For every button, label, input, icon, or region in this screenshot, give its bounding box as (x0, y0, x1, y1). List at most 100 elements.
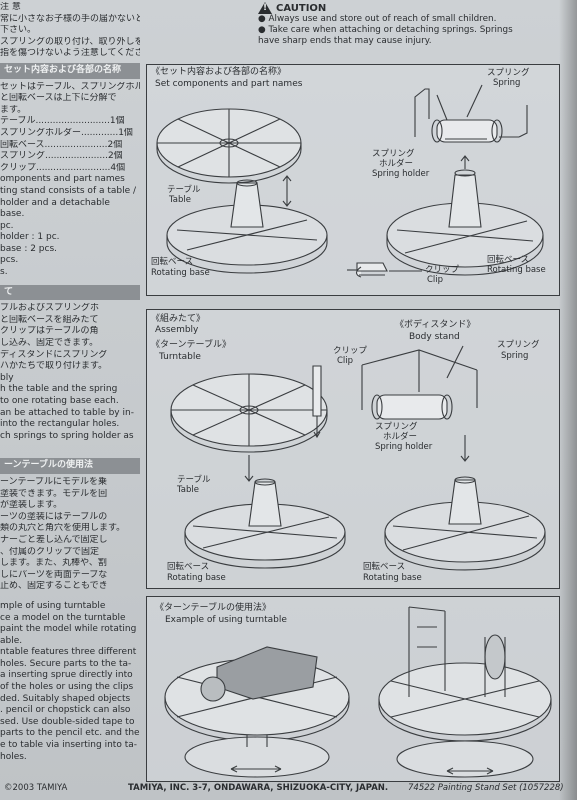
text-line: s. (0, 267, 8, 278)
label-spring-en: Spring (493, 78, 521, 88)
label-holder-en: Spring holder (372, 169, 430, 179)
caution-heading: ! CAUTION (258, 2, 563, 14)
panel-assembly: 《組みたて》 Assembly 《ターンテーブル》 Turntable 《ボディ… (146, 309, 560, 589)
text-line: セットはテーブル、スプリングホルダ (0, 81, 140, 92)
text-line: mple of using turntable (0, 600, 106, 611)
label-table-jp: テーブル (167, 185, 201, 195)
warning-jp-block: 注 意常に小さなお子様の手の届かないところで使用、保管をして下さい。スプリングの… (0, 2, 140, 60)
caution-line-1: Always use and store out of reach of sma… (268, 14, 497, 24)
text-line: します。また、丸棒や、割 (0, 558, 107, 569)
text-line: ded. Suitably shaped objects (0, 693, 131, 704)
label-clip-en: Clip (427, 275, 444, 285)
text-line: of the holes or using the clips (0, 682, 134, 693)
section-header-components-jp: セット内容および各部の名称 (0, 62, 140, 79)
text-line: ハかたちで取り付けます。 (0, 361, 108, 372)
label-base-jp: 回転ベース (167, 562, 210, 572)
label-clip-en: Clip (337, 356, 354, 366)
text-line: 注 意 (0, 2, 21, 12)
caution-line-3: have sharp ends that may cause injury. (258, 36, 432, 46)
text-line: holder and a detachable (0, 197, 110, 208)
text-line: ーンテーブルにモデルを乗 (0, 476, 108, 487)
page-shadow (559, 0, 577, 800)
label-holder-jp-1: スプリング (375, 422, 418, 432)
bodystand-title-jp: 《ボディスタンド》 (395, 320, 476, 330)
label-table-en: Table (177, 485, 199, 495)
text-line: スプリング......................2個 (0, 151, 123, 162)
text-line: クリップ..........................4個 (0, 162, 126, 173)
left-text-column: 注 意常に小さなお子様の手の届かないところで使用、保管をして下さい。スプリングの… (0, 0, 140, 780)
text-line: と回転ベースを組みたて (0, 314, 99, 325)
text-line: into the rectangular holes. (0, 419, 120, 430)
text-line: pc. (0, 220, 14, 231)
caution-box: !CAUTION ● Always use and store out of r… (258, 2, 563, 47)
caution-title: CAUTION (276, 3, 327, 14)
text-line: h the table and the spring (0, 384, 118, 395)
label-table-en: Table (169, 195, 191, 205)
text-line: 指を傷つけないよう注意してください。 (0, 48, 140, 59)
label-spring-jp: スプリング (487, 68, 530, 78)
text-line: ch springs to spring holder as (0, 430, 134, 441)
text-line: paint the model while rotating (0, 624, 137, 635)
bodystand-title-en: Body stand (409, 332, 460, 342)
assembly-illustration (170, 345, 546, 571)
label-holder-en: Spring holder (375, 442, 433, 452)
warning-triangle-icon: ! (258, 2, 272, 14)
label-holder-jp-1: スプリング (372, 149, 415, 159)
text-line: クリップはテーブルの角 (0, 326, 99, 337)
text-line: し込み、固定できます。 (0, 338, 99, 349)
text-line: ntable features three different (0, 647, 137, 658)
text-line: . pencil or chopstick can also (0, 705, 131, 716)
copyright: ©2003 TAMIYA (4, 783, 68, 793)
label-base-en: Rotating base (167, 573, 226, 583)
assembly-title-en: Assembly (155, 325, 199, 335)
text-line: base. (0, 209, 25, 220)
label-spring-en: Spring (501, 351, 529, 361)
text-line: 下さい。 (0, 25, 37, 36)
label-base-en: Rotating base (151, 268, 210, 278)
text-line: 、付属のクリップで固定 (0, 546, 100, 557)
label-base-jp: 回転ベース (151, 257, 194, 267)
text-line: an be attached to table by in- (0, 407, 134, 418)
text-line: sed. Use double-sided tape to (0, 716, 135, 727)
text-line: able. (0, 635, 23, 646)
assembly-text-block: ブルおよびスプリングホと回転ベースを組みたてクリップはテーブルの角し込み、固定で… (0, 303, 140, 442)
text-line: holder : 1 pc. (0, 232, 60, 243)
text-line: parts to the pencil etc. and then (0, 728, 140, 739)
text-line: ます。 (0, 104, 27, 115)
text-line: 類の丸穴と角穴を使用します。 (0, 523, 126, 534)
text-line: holes. Secure parts to the ta- (0, 658, 132, 669)
components-text-block: セットはテーブル、スプリングホルダと回転ベースは上下に分解でます。テーブル...… (0, 82, 140, 279)
label-base2-en: Rotating base (363, 573, 422, 583)
text-line: ナーごと差し込んで固定し (0, 534, 108, 545)
label-clip-jp: クリップ (425, 265, 460, 275)
turntable-jp-text-block: ーンテーブルにモデルを乗塗装できます。モデルを回が塗装します。ーツの塗装にはテー… (0, 477, 140, 593)
usage-title-jp: 《ターンテーブルの使用法》 (155, 603, 272, 613)
usage-illustration (164, 606, 552, 778)
text-line: 止め、固定することもでき (0, 581, 108, 592)
text-line: ブルおよびスプリングホ (0, 303, 100, 314)
text-line: e to table via inserting into ta- (0, 740, 137, 751)
caution-line-2: Take care when attaching or detaching sp… (268, 25, 513, 35)
product-number: 74522 Painting Stand Set (1057228) (408, 783, 564, 793)
text-line: ting stand consists of a table / (0, 185, 137, 196)
panel1-title-en: Set components and part names (155, 79, 303, 89)
label-base2-jp: 回転ベース (487, 255, 530, 265)
caution-line: ● Take care when attaching or detaching … (258, 25, 513, 35)
text-line: 常に小さなお子様の手の届かないところで使用、保管をして (0, 13, 140, 24)
text-line: が塗装します。 (0, 500, 63, 511)
text-line: スプリングの取り付け、取り外しをする際は、スプリングの先端で (0, 36, 140, 47)
panel1-title-jp: 《セット内容および各部の名称》 (151, 67, 287, 77)
assembly-title-jp: 《組みたて》 (151, 314, 206, 324)
text-line: ディスタンドにスプリング (0, 349, 108, 360)
text-line: しにパーツを両面テーブな (0, 569, 108, 580)
text-line: ーツの塗装にはテーブルの (0, 511, 108, 522)
label-spring-jp: スプリング (497, 340, 540, 350)
label-holder-jp-2: ホルダー (379, 159, 414, 169)
text-line: 塗装できます。モデルを回 (0, 488, 108, 499)
panel-components: 《セット内容および各部の名称》 Set components and part … (146, 64, 560, 296)
text-line: と回転ベースは上下に分解で (0, 93, 117, 104)
label-base2-jp: 回転ベース (363, 562, 406, 572)
text-line: 回転ベース......................2個 (0, 139, 123, 150)
components-illustration (156, 84, 544, 278)
